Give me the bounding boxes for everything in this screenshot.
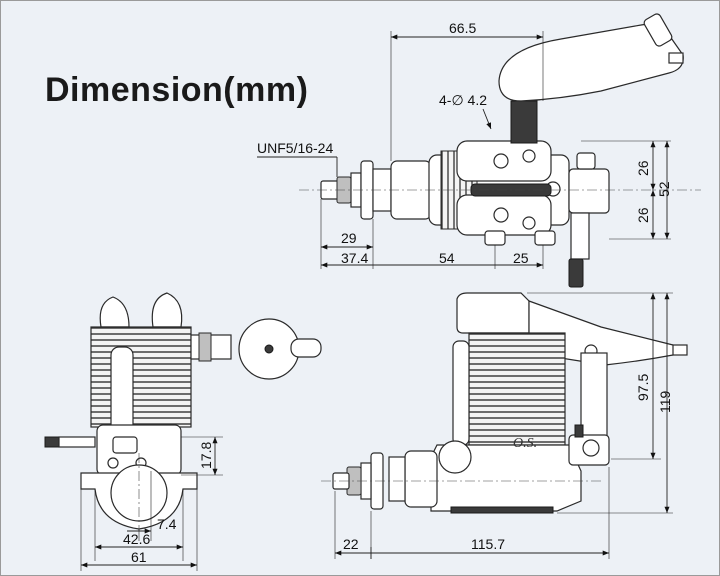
needle-valve	[44, 436, 60, 448]
cylinder-fins	[468, 332, 566, 446]
dim-42-6: 42.6	[123, 531, 150, 547]
dim-52: 52	[656, 181, 672, 197]
dim-37-4: 37.4	[341, 250, 368, 266]
valve-cap-left	[99, 296, 130, 328]
muffler-nipple	[672, 344, 688, 356]
page-title: Dimension(mm)	[45, 71, 309, 109]
side-view-dimensions: 97.5 119 22 115.7	[334, 292, 673, 559]
dim-mount-holes: 4-∅ 4.2	[439, 92, 487, 108]
rocker-cover	[456, 292, 530, 334]
mount-tab-right	[534, 230, 556, 246]
front-view-dimensions: 17.8 7.4 42.6 61	[80, 436, 223, 571]
brand-logo: O.S.	[513, 436, 537, 451]
dim-7-4: 7.4	[157, 516, 177, 532]
dim-115-7: 115.7	[471, 536, 505, 552]
dim-26-top: 26	[635, 160, 651, 176]
dim-119: 119	[657, 390, 673, 413]
exhaust-header	[580, 352, 608, 446]
pushrod-tube	[452, 340, 470, 446]
top-view-engine	[320, 13, 684, 288]
cam-cover	[438, 440, 472, 474]
dim-thread: UNF5/16-24	[257, 140, 333, 156]
bolt-top-right	[522, 149, 536, 163]
logo-badge	[112, 436, 138, 454]
front-housing	[404, 450, 438, 508]
dim-25: 25	[513, 250, 529, 266]
dim-22: 22	[343, 536, 359, 552]
exhaust-pipe	[510, 100, 538, 144]
top-view-dimensions: 66.5 4-∅ 4.2 UNF5/16-24 29 37.4 54 25 26…	[257, 20, 701, 269]
muffler-nipple	[668, 52, 684, 64]
dim-54: 54	[439, 250, 455, 266]
dim-29: 29	[341, 230, 357, 246]
screw-left	[107, 457, 119, 469]
carb-throttle	[582, 439, 600, 457]
needle-arm	[58, 436, 96, 448]
mount-tab-left	[484, 230, 506, 246]
muffler-center	[264, 344, 274, 354]
carb-needle	[574, 424, 584, 438]
carb-needle-top	[576, 152, 596, 170]
bolt-bottom-right	[522, 216, 536, 230]
muffler-outlet	[643, 13, 673, 47]
dim-66-5: 66.5	[449, 20, 476, 36]
thrust-washer	[388, 456, 406, 502]
muffler-outlet	[290, 338, 322, 358]
dim-17-8: 17.8	[198, 442, 214, 469]
mount-rail	[450, 506, 554, 514]
dim-61: 61	[131, 549, 147, 565]
carb-arm	[570, 212, 590, 260]
side-view-engine: O.S.	[321, 292, 688, 514]
carburetor-body	[568, 168, 610, 214]
dim-26-bottom: 26	[635, 207, 651, 223]
dim-97-5: 97.5	[635, 374, 651, 401]
bolt-top	[493, 153, 509, 169]
exhaust-nut	[198, 332, 212, 362]
carb-needle-bottom	[568, 258, 584, 288]
valve-cap-right	[151, 292, 183, 328]
front-view-engine	[44, 292, 322, 531]
bolt-bottom	[493, 207, 509, 223]
cylinder-fins	[90, 326, 192, 428]
